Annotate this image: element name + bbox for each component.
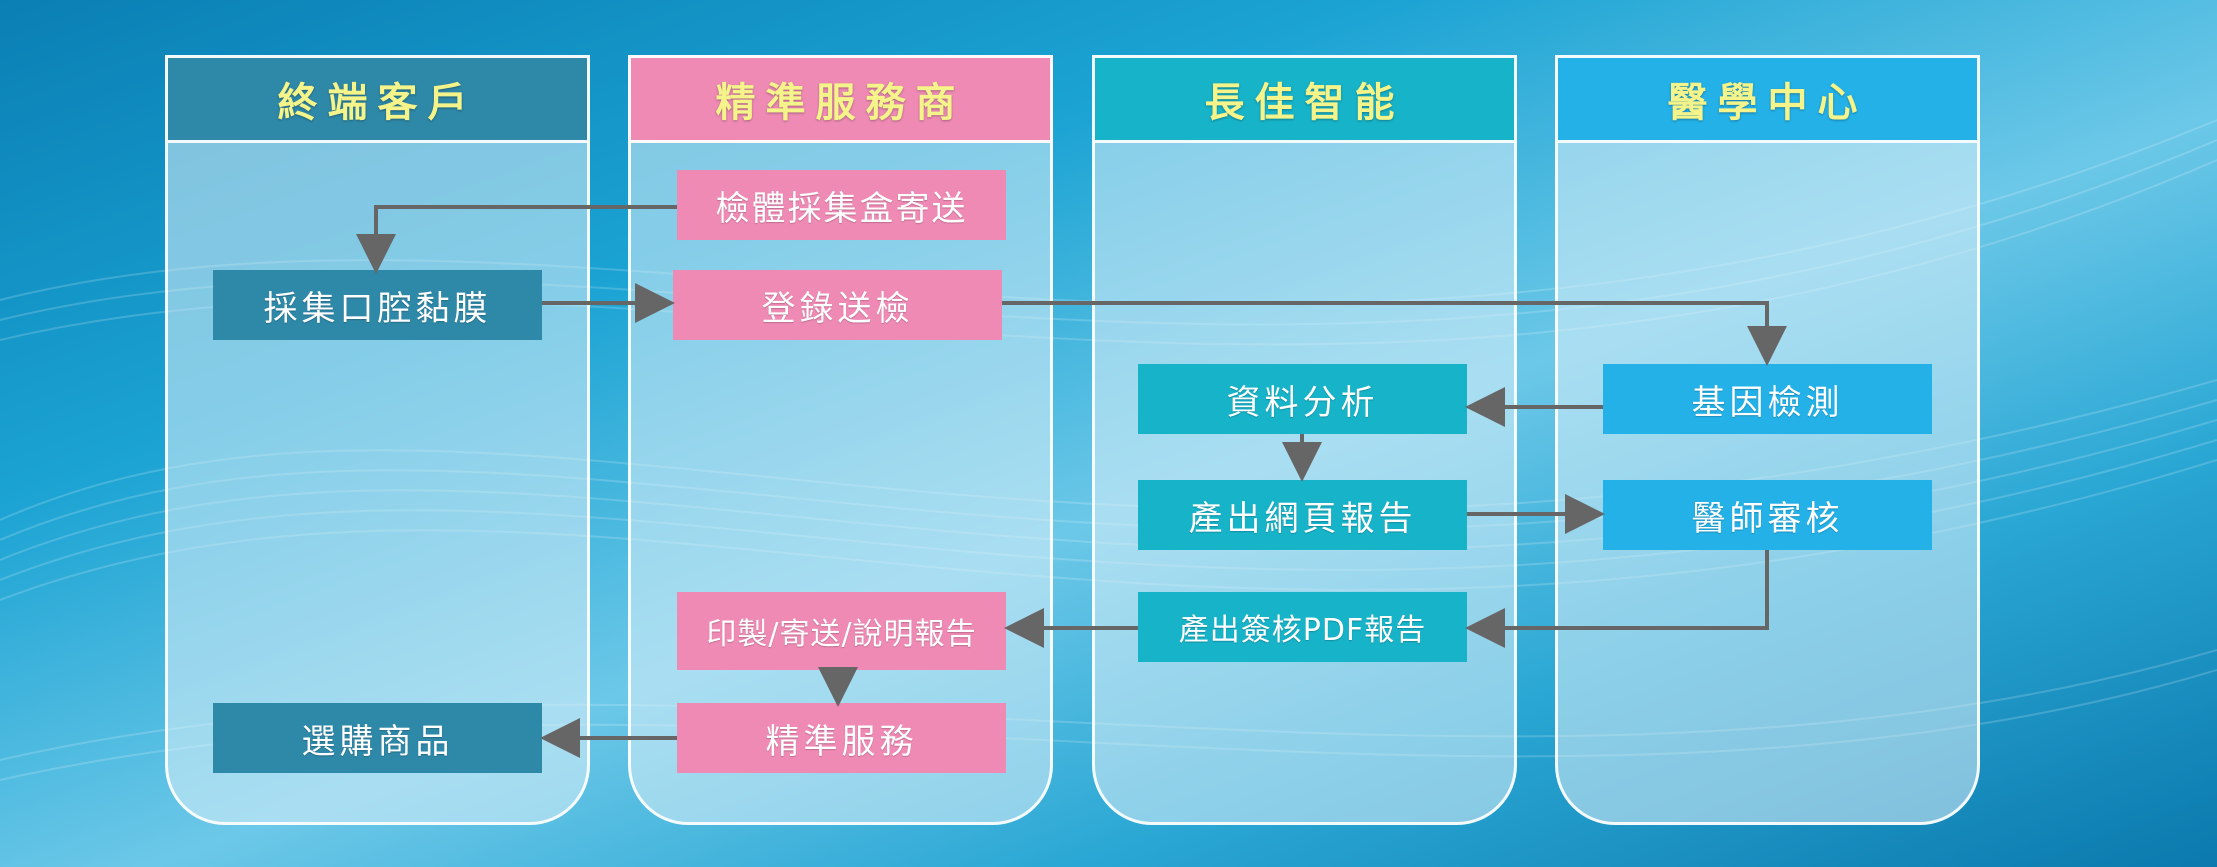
lane-header-company: 長佳智能 (1092, 55, 1517, 143)
node-web-report: 產出網頁報告 (1138, 480, 1467, 550)
lane-header-end-client: 終端客戶 (165, 55, 590, 143)
lane-header-precision-provider: 精準服務商 (628, 55, 1053, 143)
node-collect-mucosa: 採集口腔黏膜 (213, 270, 542, 340)
node-data-analysis: 資料分析 (1138, 364, 1467, 434)
lane-company: 長佳智能 (1092, 55, 1517, 825)
lane-header-medical-center: 醫學中心 (1555, 55, 1980, 143)
node-register-submit: 登錄送檢 (673, 270, 1002, 340)
lane-medical-center: 醫學中心 (1555, 55, 1980, 825)
node-purchase-products: 選購商品 (213, 703, 542, 773)
node-print-report: 印製/寄送/說明報告 (677, 592, 1006, 670)
node-physician-review: 醫師審核 (1603, 480, 1932, 550)
node-precision-service: 精準服務 (677, 703, 1006, 773)
lane-end-client: 終端客戶 (165, 55, 590, 825)
node-genetic-testing: 基因檢測 (1603, 364, 1932, 434)
node-kit-shipping: 檢體採集盒寄送 (677, 170, 1006, 240)
node-signed-pdf-report: 產出簽核PDF報告 (1138, 592, 1467, 662)
